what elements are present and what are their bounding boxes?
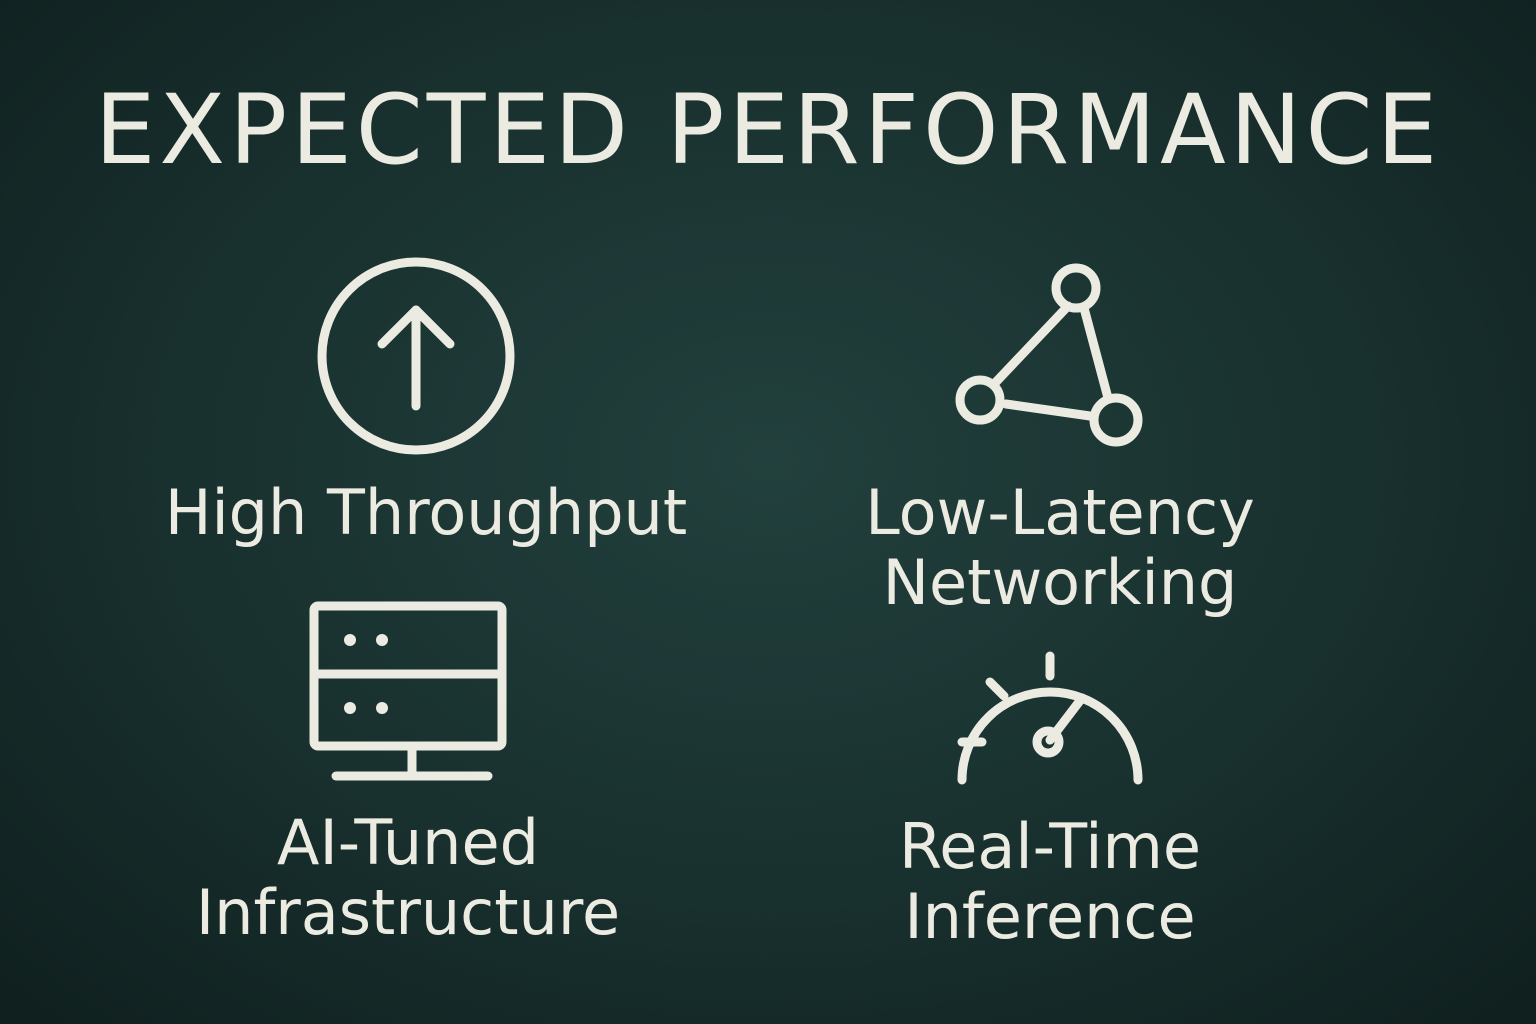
item-label-low-latency-networking: Low-Latency Networking <box>800 478 1320 618</box>
item-label-high-throughput: High Throughput <box>156 478 696 548</box>
speedometer-icon <box>944 640 1156 788</box>
network-nodes-icon <box>950 258 1154 454</box>
item-label-line: Networking <box>882 546 1238 619</box>
item-label-line: Infrastructure <box>195 876 621 949</box>
arrow-up-circle-icon <box>312 257 520 455</box>
item-label-line: Low-Latency <box>865 476 1255 549</box>
item-label-line: High Throughput <box>164 476 688 549</box>
item-label-line: Real-Time <box>898 810 1202 883</box>
item-label-real-time-inference: Real-Time Inference <box>800 812 1300 952</box>
item-label-line: Inference <box>904 880 1196 953</box>
item-label-line: AI-Tuned <box>277 806 539 879</box>
server-monitor-icon <box>308 600 508 784</box>
page-title: EXPECTED PERFORMANCE <box>94 74 1442 186</box>
item-label-ai-tuned-infrastructure: AI-Tuned Infrastructure <box>148 808 668 948</box>
